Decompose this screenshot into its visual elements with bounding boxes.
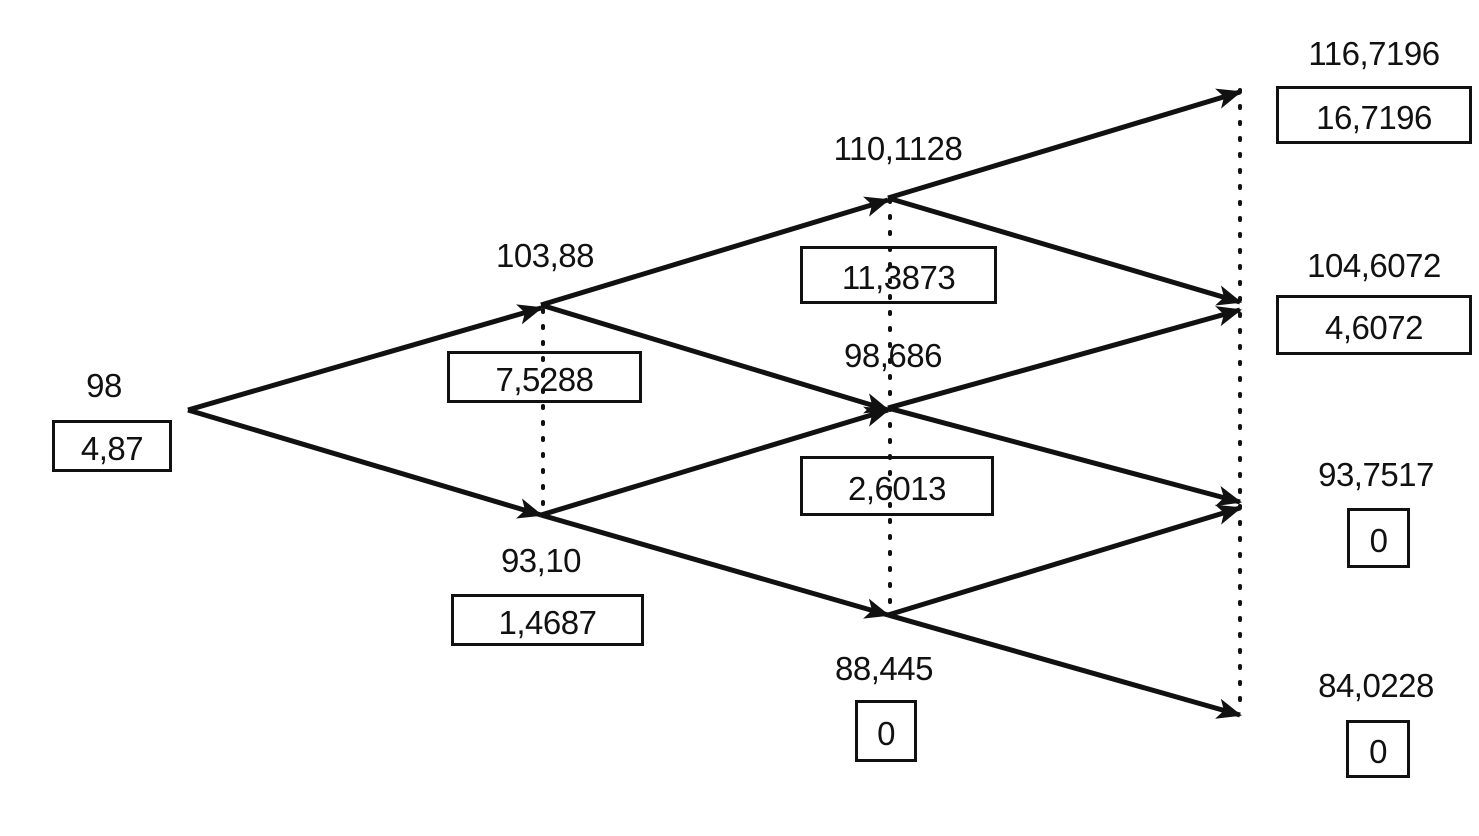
edge-arrow — [187, 407, 543, 519]
node-value-box-3-b: 4,6072 — [1276, 295, 1472, 355]
node-price-3-c: 93,7517 — [1318, 456, 1434, 493]
edge-arrow — [540, 512, 891, 619]
edge-arrow — [187, 304, 544, 413]
node-price-3-d: 84,0228 — [1318, 667, 1434, 704]
edge-arrow — [887, 612, 1243, 719]
node-value-box-3-a: 16,7196 — [1276, 86, 1472, 144]
node-value-box-2-uu: 11,3873 — [800, 246, 997, 304]
node-value-box-1-up: 7,5288 — [447, 351, 642, 403]
node-price-root: 98 — [86, 367, 122, 404]
node-price-2-uu: 110,1128 — [833, 130, 963, 167]
node-value-box-root: 4,87 — [52, 420, 172, 472]
node-value-box-1-down: 1,4687 — [451, 594, 644, 646]
edge-arrow — [887, 88, 1242, 201]
edge-arrow — [887, 306, 1243, 411]
node-price-1-up: 103,88 — [496, 237, 594, 274]
edge-arrow — [540, 406, 890, 518]
edge-arrow — [540, 302, 890, 414]
node-price-3-b: 104,6072 — [1307, 247, 1441, 284]
node-value-box-2-dd: 0 — [855, 700, 917, 762]
node-price-2-dd: 88,445 — [835, 650, 933, 687]
node-value-box-3-c: 0 — [1347, 508, 1410, 568]
node-price-2-ud: 98,686 — [844, 337, 942, 374]
edge-arrow — [887, 504, 1242, 618]
node-value-box-3-d: 0 — [1346, 720, 1410, 778]
node-price-1-down: 93,10 — [500, 542, 582, 579]
node-price-3-a: 116,7196 — [1308, 35, 1440, 72]
node-value-box-2-ud: 2,6013 — [800, 456, 994, 516]
tree-edges — [187, 88, 1243, 719]
edge-arrow — [540, 196, 890, 308]
edge-arrow — [887, 405, 1243, 507]
edge-arrow — [887, 195, 1242, 306]
